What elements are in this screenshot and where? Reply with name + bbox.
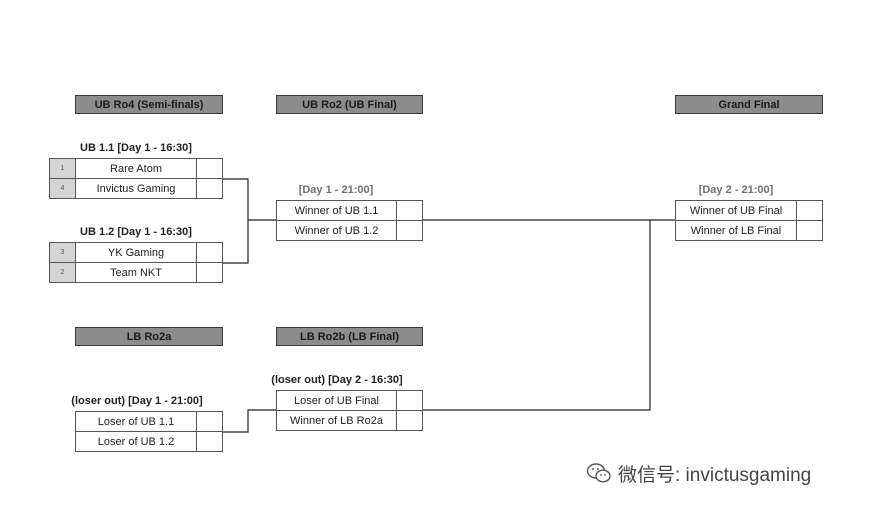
score-cell <box>796 221 822 240</box>
header-ub-ro4: UB Ro4 (Semi-finals) <box>75 95 223 114</box>
team-row-winner-ub11[interactable]: Winner of UB 1.1 <box>276 200 423 221</box>
team-row-team-nkt[interactable]: 2 Team NKT <box>49 263 223 283</box>
match-label-lb-ro2a: (loser out) [Day 1 - 21:00] <box>71 395 203 407</box>
team-row-loser-ub12[interactable]: Loser of UB 1.2 <box>75 432 223 452</box>
team-name: YK Gaming <box>107 246 165 259</box>
score-cell <box>396 201 422 220</box>
score-cell <box>396 391 422 410</box>
seed-number: 4 <box>50 179 76 198</box>
header-ub-ro2: UB Ro2 (UB Final) <box>276 95 423 114</box>
connector-lb2a <box>223 409 276 433</box>
team-row-winner-lb-ro2a[interactable]: Winner of LB Ro2a <box>276 411 423 431</box>
team-name: Winner of UB 1.2 <box>294 224 379 237</box>
team-row-invictus-gaming[interactable]: 4 Invictus Gaming <box>49 179 223 199</box>
team-row-loser-ub-final[interactable]: Loser of UB Final <box>276 390 423 411</box>
seed-number: 3 <box>50 243 76 262</box>
score-cell <box>196 179 222 198</box>
match-label-ub-final: [Day 1 - 21:00] <box>298 184 374 196</box>
match-label-grand-final: [Day 2 - 21:00] <box>698 184 774 196</box>
match-label-lb-final: (loser out) [Day 2 - 16:30] <box>271 374 403 386</box>
team-row-winner-ub-final[interactable]: Winner of UB Final <box>675 200 823 221</box>
team-row-loser-ub11[interactable]: Loser of UB 1.1 <box>75 411 223 432</box>
connector-lbf <box>423 220 651 411</box>
match-label-ub12: UB 1.2 [Day 1 - 16:30] <box>80 226 192 238</box>
score-cell <box>196 432 222 451</box>
score-cell <box>396 221 422 240</box>
watermark-text: 微信号: invictusgaming <box>618 465 812 486</box>
team-name: Team NKT <box>110 266 162 279</box>
team-name: Loser of UB 1.2 <box>97 435 175 448</box>
header-grand-final: Grand Final <box>675 95 823 114</box>
team-name: Loser of UB 1.1 <box>97 415 175 428</box>
team-name: Winner of UB 1.1 <box>294 204 379 217</box>
connector-ub12 <box>223 220 249 264</box>
team-row-winner-ub12[interactable]: Winner of UB 1.2 <box>276 221 423 241</box>
score-cell <box>396 411 422 430</box>
team-name: Winner of UB Final <box>689 204 783 217</box>
team-name: Invictus Gaming <box>96 182 176 195</box>
connector-ub11 <box>223 178 276 221</box>
match-label-ub11: UB 1.1 [Day 1 - 16:30] <box>80 142 192 154</box>
team-row-winner-lb-final[interactable]: Winner of LB Final <box>675 221 823 241</box>
team-name: Winner of LB Final <box>690 224 782 237</box>
seed-number: 1 <box>50 159 76 178</box>
score-cell <box>196 263 222 282</box>
seed-number: 2 <box>50 263 76 282</box>
team-name: Rare Atom <box>110 162 162 175</box>
team-row-rare-atom[interactable]: 1 Rare Atom <box>49 158 223 179</box>
score-cell <box>196 159 222 178</box>
team-name: Loser of UB Final <box>294 394 379 407</box>
wechat-icon <box>586 463 611 483</box>
score-cell <box>196 412 222 431</box>
header-lb-ro2b: LB Ro2b (LB Final) <box>276 327 423 346</box>
score-cell <box>196 243 222 262</box>
header-lb-ro2a: LB Ro2a <box>75 327 223 346</box>
team-name: Winner of LB Ro2a <box>290 414 383 427</box>
score-cell <box>796 201 822 220</box>
team-row-yk-gaming[interactable]: 3 YK Gaming <box>49 242 223 263</box>
